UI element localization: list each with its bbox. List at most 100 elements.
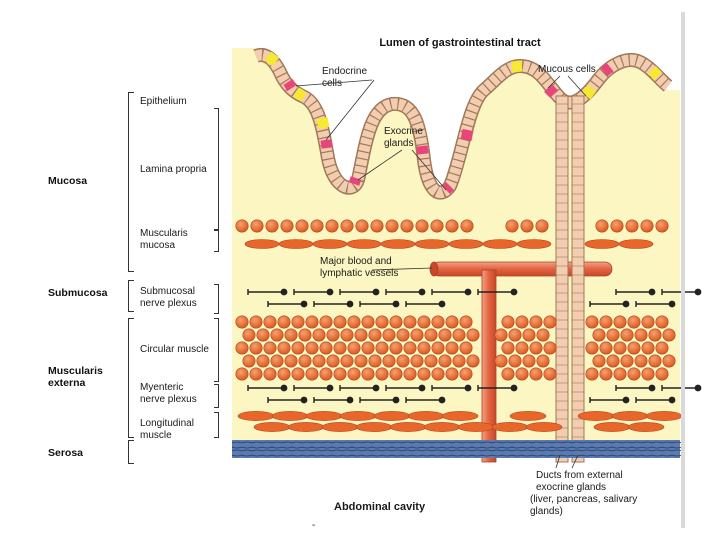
longitudinal-muscle-cell	[645, 411, 683, 421]
circular-muscle-cell	[627, 341, 641, 355]
nerve-fiber	[293, 385, 328, 391]
mm-round-cell	[520, 219, 534, 233]
circular-muscle-cell	[333, 315, 347, 329]
mm-round-cell	[640, 219, 654, 233]
circular-muscle-cell	[634, 328, 648, 342]
nerve-fiber	[359, 301, 394, 307]
circular-muscle-cell	[613, 341, 627, 355]
mm-round-cell	[280, 219, 294, 233]
label-vessels-2: lymphatic vessels	[320, 268, 399, 279]
circular-muscle-cell	[242, 354, 256, 368]
circular-muscle-cell	[298, 354, 312, 368]
longitudinal-muscle-cell	[441, 411, 479, 421]
circular-muscle-cell	[375, 341, 389, 355]
circular-muscle-cell	[256, 354, 270, 368]
label-ducts-4: glands)	[530, 506, 563, 517]
nerve-fiber	[431, 385, 466, 391]
mm-spindle-cell	[448, 239, 484, 249]
mm-round-cell	[595, 219, 609, 233]
circular-muscle-cell	[641, 341, 655, 355]
circular-muscle-cell	[235, 315, 249, 329]
circular-muscle-cell	[347, 367, 361, 381]
longitudinal-muscle-cell	[271, 411, 309, 421]
mm-spindle-cell	[244, 239, 280, 249]
nerve-fiber	[589, 301, 624, 307]
nerve-fiber	[267, 301, 302, 307]
mm-round-cell	[355, 219, 369, 233]
circular-muscle-cell	[438, 354, 452, 368]
nerve-fiber	[635, 397, 670, 403]
nerve-ganglion	[694, 384, 702, 392]
nerve-fiber	[589, 397, 624, 403]
circular-muscle-cell	[627, 315, 641, 329]
longitudinal-muscle-cell	[509, 411, 547, 421]
circular-muscle-cell	[270, 328, 284, 342]
nerve-fiber	[293, 289, 328, 295]
nerve-ganglion	[668, 300, 676, 308]
label-ducts-3: (liver, pancreas, salivary	[530, 494, 638, 505]
sublayer-snp-2: nerve plexus	[140, 298, 197, 309]
circular-muscle-cell	[403, 367, 417, 381]
circular-muscle-cell	[333, 341, 347, 355]
nerve-ganglion	[326, 384, 334, 392]
circular-muscle-cell	[606, 354, 620, 368]
circular-muscle-cell	[662, 328, 676, 342]
circular-muscle-cell	[326, 328, 340, 342]
mm-round-cell	[400, 219, 414, 233]
circular-muscle-cell	[249, 341, 263, 355]
mm-round-cell	[340, 219, 354, 233]
nerve-ganglion	[392, 300, 400, 308]
circular-muscle-cell	[655, 315, 669, 329]
circular-muscle-cell	[263, 367, 277, 381]
circular-muscle-cell	[585, 367, 599, 381]
sublayer-lamina: Lamina propria	[140, 164, 207, 175]
nerve-fiber	[405, 397, 440, 403]
circular-muscle-cell	[270, 354, 284, 368]
circular-muscle-cell	[613, 315, 627, 329]
circular-muscle-cell	[305, 341, 319, 355]
mm-spindle-cell	[312, 239, 348, 249]
circular-muscle-cell	[291, 315, 305, 329]
circular-muscle-cell	[368, 354, 382, 368]
circular-muscle-cell	[305, 315, 319, 329]
circular-muscle-cell	[508, 328, 522, 342]
circular-muscle-cell	[452, 328, 466, 342]
circular-muscle-cell	[585, 315, 599, 329]
layer-submucosa: Submucosa	[48, 287, 108, 299]
circular-muscle-cell	[466, 328, 480, 342]
mm-round-cell	[370, 219, 384, 233]
circular-muscle-cell	[613, 367, 627, 381]
circular-muscle-cell	[368, 328, 382, 342]
circular-muscle-cell	[263, 315, 277, 329]
exocrine-ducts	[555, 95, 585, 463]
circular-muscle-cell	[263, 341, 277, 355]
circular-muscle-cell	[522, 328, 536, 342]
nerve-ganglion	[510, 288, 518, 296]
circular-muscle-cell	[340, 354, 354, 368]
longitudinal-muscle-cell	[373, 411, 411, 421]
circular-muscle-cell	[627, 367, 641, 381]
label-exocrine-2: glands	[384, 138, 414, 149]
layer-muscularis-1: Muscularis	[48, 365, 103, 377]
layer-serosa: Serosa	[48, 447, 84, 459]
circular-muscle-cell	[599, 341, 613, 355]
nerve-ganglion	[648, 384, 656, 392]
circular-muscle-cell	[319, 315, 333, 329]
longitudinal-muscle-layer	[237, 411, 683, 432]
nerve-ganglion	[346, 300, 354, 308]
mm-spindle-cell	[584, 239, 620, 249]
circular-muscle-cell	[235, 341, 249, 355]
nerve-plexus	[247, 288, 702, 404]
nerve-ganglion	[300, 396, 308, 404]
circular-muscle-cell	[298, 328, 312, 342]
longitudinal-muscle-cell	[355, 422, 393, 432]
circular-muscle-cell	[375, 315, 389, 329]
serosa-layer	[231, 440, 683, 458]
longitudinal-muscle-cell	[457, 422, 495, 432]
circular-muscle-cell	[389, 367, 403, 381]
nerve-ganglion	[372, 288, 380, 296]
circular-muscle-cell	[249, 315, 263, 329]
bracket-long	[214, 412, 219, 438]
